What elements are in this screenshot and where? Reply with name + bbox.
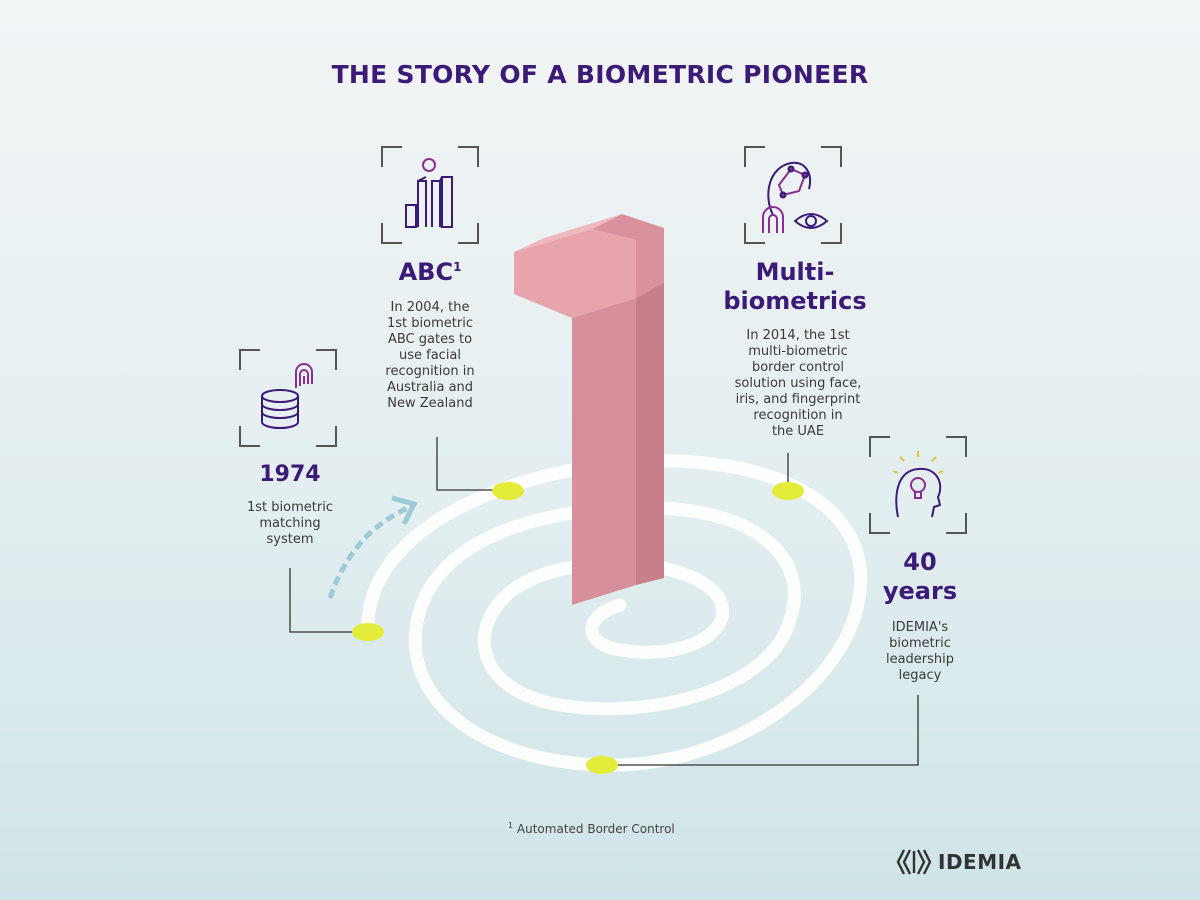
footnote: 1 Automated Border Control <box>508 821 675 836</box>
abc-gates-icon <box>381 146 479 244</box>
logo-text: IDEMIA <box>938 850 1022 874</box>
milestone-dot-abc <box>492 482 524 500</box>
heading-multi-biometrics: Multi-biometrics <box>723 258 867 315</box>
number-one-3d <box>514 214 664 605</box>
dashed-arrow <box>327 505 410 599</box>
idemia-logo: IDEMIA <box>896 848 1022 876</box>
face-iris-fingerprint-icon <box>744 146 842 244</box>
milestone-dot-40years <box>586 756 618 774</box>
connector-40years <box>602 695 919 766</box>
milestone-dot-multi <box>772 482 804 500</box>
idemia-mark-icon <box>896 849 932 875</box>
lightbulb-head-icon <box>869 436 967 534</box>
database-fingerprint-icon <box>239 349 337 447</box>
heading-1974: 1974 <box>259 462 321 487</box>
arrow-head-icon <box>391 495 418 526</box>
spiral-path-inner <box>477 557 729 712</box>
connector-abc <box>436 437 508 491</box>
page-title: THE STORY OF A BIOMETRIC PIONEER <box>331 60 869 89</box>
heading-abc: ABC1 <box>398 258 462 286</box>
connector-1974 <box>289 568 368 633</box>
milestone-dot-1974 <box>352 623 384 641</box>
